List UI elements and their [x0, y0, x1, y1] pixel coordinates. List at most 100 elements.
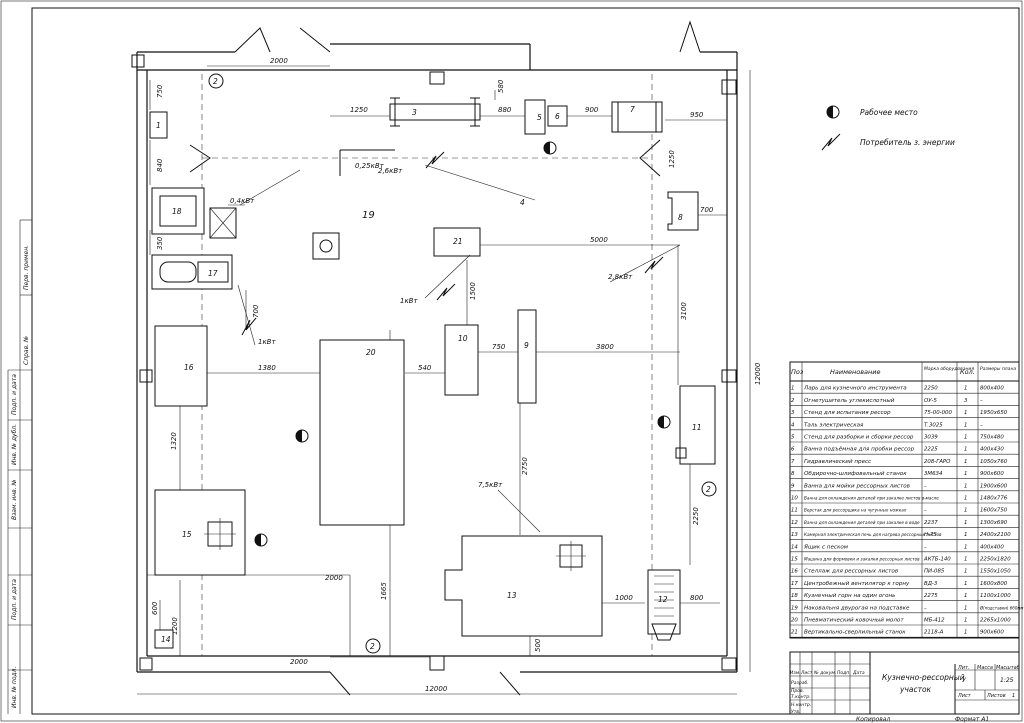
dimension-label: 1250: [668, 150, 676, 168]
table-cell: 5: [791, 435, 795, 441]
tb-format: Формат А1: [955, 716, 989, 723]
dimension-label: 3100: [680, 302, 688, 320]
table-cell: Ларь для кузнечного инструмента: [803, 386, 907, 392]
table-header: Марка оборудования: [924, 366, 974, 372]
dimension-label: 2000: [270, 57, 288, 65]
table-cell: 1300х690: [980, 520, 1008, 526]
workplace-icon: [543, 141, 557, 155]
power-label: 0,25кВт: [355, 162, 385, 170]
table-cell: 1: [964, 496, 967, 502]
dimension-label: 2000: [290, 658, 308, 666]
tb-scale-value: 1:25: [1000, 677, 1014, 684]
tb-row: Пров.: [791, 688, 804, 694]
equipment-label: 20: [366, 348, 376, 357]
table-cell: 1: [964, 410, 967, 416]
table-header: Поз: [791, 368, 804, 376]
tb-row: Утв.: [791, 709, 800, 715]
table-cell: Вертикально-сверлильный станок: [804, 630, 906, 636]
table-cell: 1550х1050: [980, 569, 1011, 575]
tb-scale-header: Масштаб: [996, 665, 1020, 671]
table-cell: 1: [964, 557, 967, 563]
dimension-label: 1200: [171, 617, 179, 635]
table-cell: 2225: [924, 447, 938, 453]
table-cell: 2275: [924, 593, 938, 599]
equipment-label: 11: [692, 423, 702, 432]
equipment-layout: 1 3 5 6 7 8 18: [149, 97, 716, 649]
table-cell: 7: [791, 459, 795, 465]
dimension-label: 950: [690, 111, 704, 119]
table-cell: 12: [791, 520, 798, 526]
table-cell: 1600х750: [980, 508, 1008, 514]
table-header: Наименование: [830, 368, 881, 376]
table-header: Размеры плана: [980, 366, 1016, 372]
table-cell: 750х480: [980, 435, 1004, 441]
table-cell: Обдирочно-шлифовальный станок: [804, 471, 907, 477]
tb-copied: Копировал: [856, 716, 890, 723]
table-cell: 3039: [924, 435, 938, 441]
table-cell: 1600х800: [980, 581, 1008, 587]
stamp-text: Перв. примен.: [23, 245, 30, 290]
dimension-label: 2000: [325, 574, 343, 582]
power-label: 2,6кВт: [378, 167, 403, 175]
dimension-label: 700: [252, 304, 260, 318]
table-cell: 9: [791, 483, 795, 489]
table-cell: –: [924, 496, 927, 502]
tb-row: Н.контр.: [791, 702, 811, 708]
table-cell: 1950х650: [980, 410, 1008, 416]
dimension-label: 750: [156, 84, 164, 98]
tb-col: Изм.: [790, 670, 801, 676]
equipment-7: [611, 101, 663, 133]
equipment-13: [444, 535, 603, 637]
table-cell: 800х400: [980, 386, 1004, 392]
table-cell: 1100х1000: [980, 593, 1011, 599]
extinguisher-marker: [208, 73, 224, 89]
equipment-label: 16: [184, 363, 194, 372]
table-cell: 2237: [924, 520, 938, 526]
workplace-icon: [657, 415, 671, 429]
table-cell: 15: [791, 557, 798, 563]
tb-sheet: Лист: [957, 693, 972, 699]
table-cell: 1: [964, 435, 967, 441]
table-cell: 11: [791, 508, 798, 514]
table-cell: 1: [964, 471, 967, 477]
lightning-icon: [425, 151, 445, 169]
power-label: 1кВт: [258, 338, 276, 346]
local-exhaust-box: [209, 207, 237, 239]
table-cell: 2118-А: [924, 630, 944, 636]
dimension-label: 1250: [350, 106, 368, 114]
dimension-label: 350: [156, 236, 164, 250]
lightning-icon: [821, 133, 841, 151]
table-cell: 1050х760: [980, 459, 1008, 465]
drawing-title: участок: [899, 685, 932, 694]
table-cell: 1: [964, 532, 967, 538]
workplace-icon: [826, 105, 840, 119]
equipment-label: 12: [658, 595, 668, 604]
dimension-label: 840: [156, 158, 164, 172]
tb-col: Лист: [800, 670, 813, 676]
equipment-label: 2: [213, 77, 218, 86]
equipment-label: 2: [706, 485, 711, 494]
table-cell: АКТБ-140: [923, 557, 951, 563]
table-cell: 1: [964, 508, 967, 514]
equipment-label: 18: [172, 207, 182, 216]
tb-lit-header: Лит.: [957, 665, 970, 671]
table-cell: МБ-412: [924, 618, 945, 624]
table-cell: Ванна для мойки рессорных листов: [804, 483, 910, 489]
table-cell: 8: [791, 471, 795, 477]
equipment-1: [149, 111, 168, 139]
lightning-icon: [644, 256, 664, 274]
table-cell: –: [980, 398, 983, 404]
legend-workplace-label: Рабочее место: [860, 108, 918, 117]
power-labels: 0,4кВт 0,25кВт 2,6кВт 2,8кВт 1кВт 1кВт 7…: [228, 162, 681, 533]
table-cell: Огнетушитель углекислотный: [804, 398, 895, 404]
table-cell: Н-75: [924, 532, 937, 538]
equipment-label: 15: [182, 530, 192, 539]
dimension-label: 1000: [615, 594, 633, 602]
table-cell: 1480х776: [980, 496, 1008, 502]
dimension-label: 2250: [692, 507, 700, 525]
side-stamp: Перв. примен. Справ. № Подп. и дата Инв.…: [7, 219, 32, 714]
equipment-label: 6: [555, 112, 560, 121]
equipment-label: 3: [412, 108, 417, 117]
